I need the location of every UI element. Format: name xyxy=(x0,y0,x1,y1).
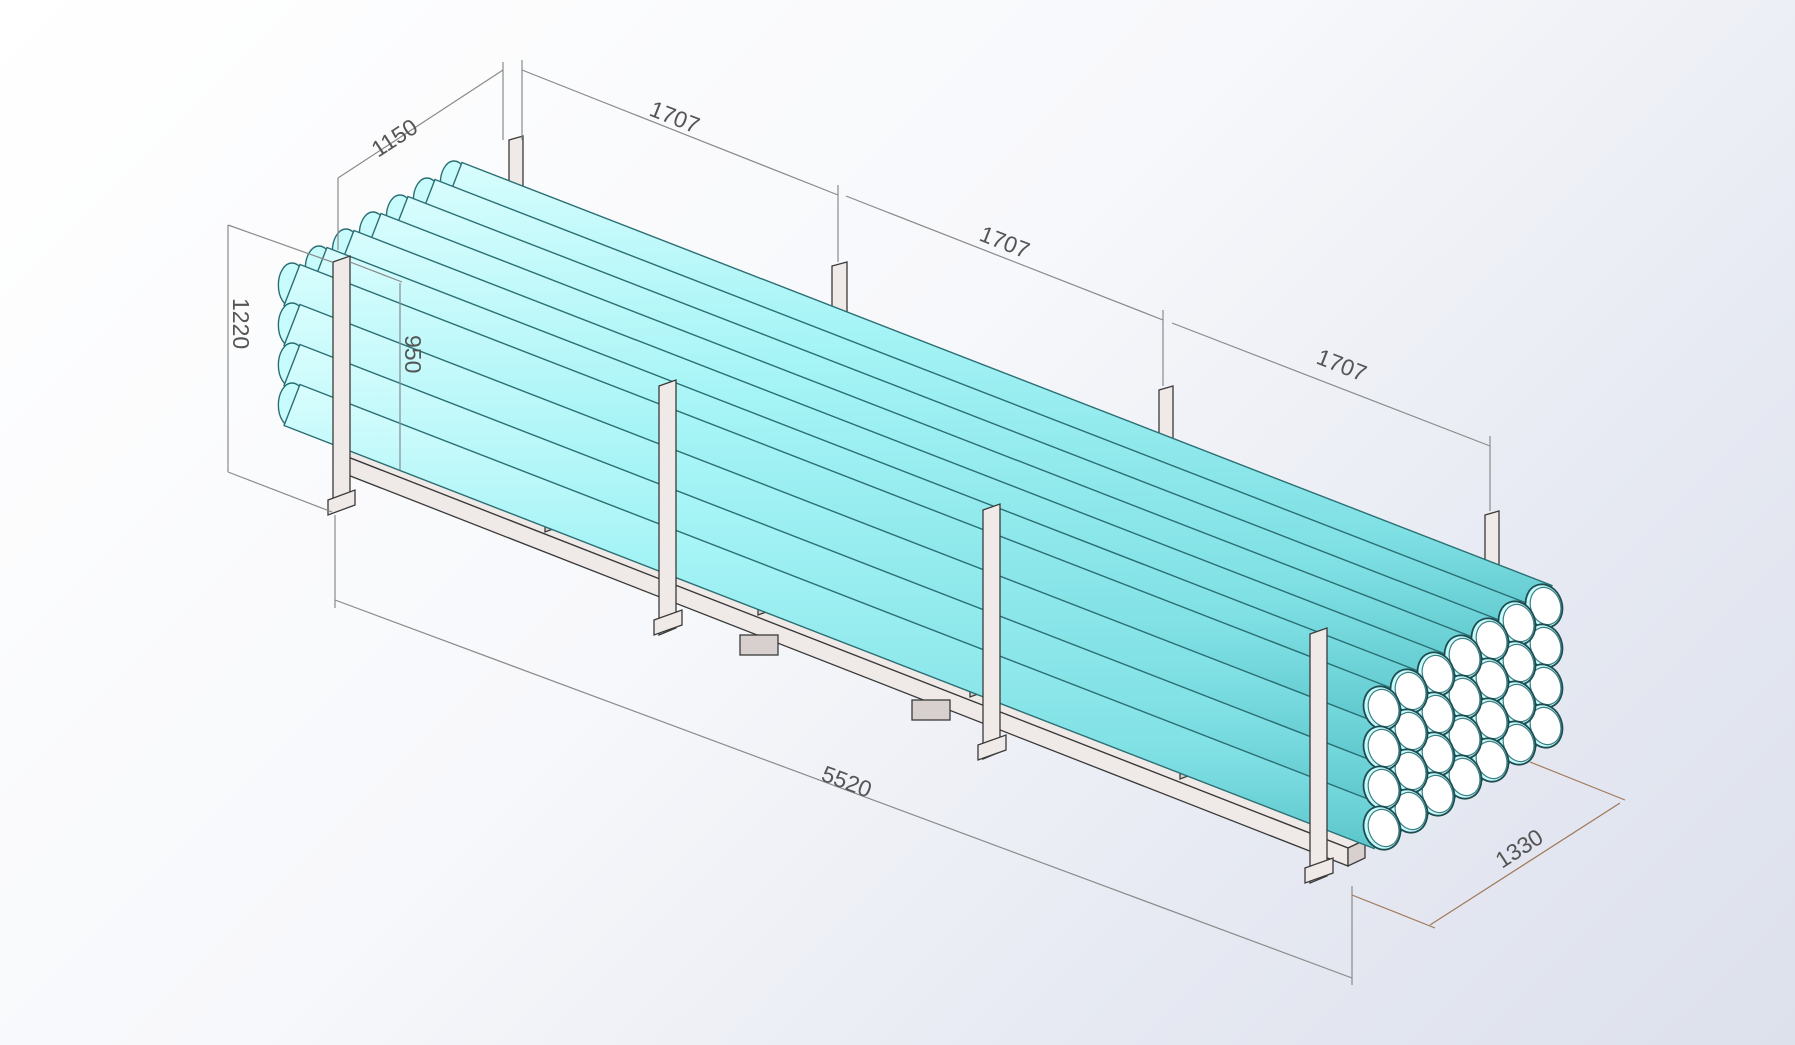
pipe-front-end xyxy=(1524,583,1564,629)
pipe-front-end xyxy=(1362,725,1402,771)
dimension-5520: 5520 xyxy=(334,515,1353,985)
pipe-bore xyxy=(1367,688,1400,728)
dim-label-1150: 1150 xyxy=(367,113,423,162)
pipe-bore xyxy=(1367,808,1400,848)
pipe-front-end xyxy=(1362,765,1402,811)
pipe-bore xyxy=(1367,768,1400,808)
pipe xyxy=(277,382,1391,850)
dim-label-1330: 1330 xyxy=(1491,824,1548,874)
dim-label-1707-c: 1707 xyxy=(1313,343,1370,386)
pipe-bore xyxy=(1367,728,1400,768)
dim-label-1707-b: 1707 xyxy=(976,220,1033,263)
pipe-front-end xyxy=(1416,691,1456,737)
dim-label-1220: 1220 xyxy=(228,298,254,349)
base-feet xyxy=(739,634,951,721)
dim-label-950: 950 xyxy=(400,335,426,373)
pipe-front-end xyxy=(1470,617,1510,663)
pipe-front-end xyxy=(1362,805,1402,851)
dimension-1220: 1220 xyxy=(227,224,333,513)
dim-label-1707-a: 1707 xyxy=(646,95,703,138)
dimension-950: 950 xyxy=(349,261,426,470)
pipe-ends xyxy=(1362,583,1564,851)
dim-label-5520: 5520 xyxy=(818,760,875,802)
pipe-body xyxy=(283,383,1391,850)
